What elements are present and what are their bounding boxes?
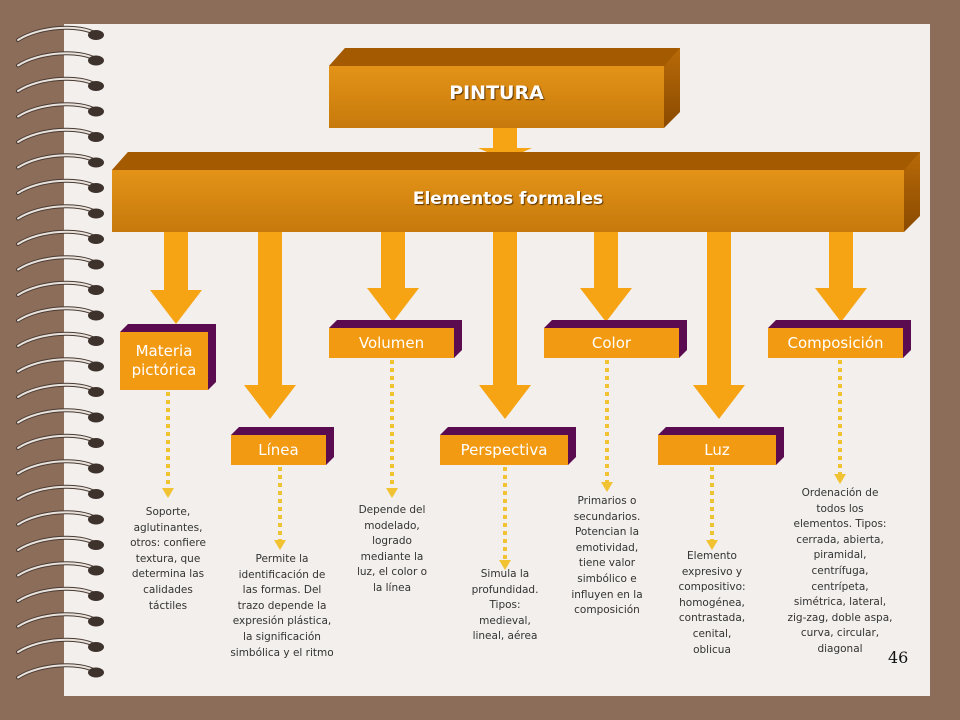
binding-ring-icon bbox=[16, 76, 104, 93]
element-box bbox=[231, 427, 334, 465]
down-arrow-icon bbox=[244, 232, 296, 419]
binding-ring-icon bbox=[16, 255, 104, 272]
element-label: Materia pictórica bbox=[131, 342, 197, 379]
element-description: Simula la profundidad. Tipos: medieval, … bbox=[471, 568, 539, 643]
binding-ring-icon bbox=[16, 561, 104, 578]
binding-ring-icon bbox=[16, 25, 104, 42]
binding-ring-icon bbox=[16, 459, 104, 476]
binding-ring-icon bbox=[16, 127, 104, 144]
down-arrow-icon bbox=[150, 232, 202, 324]
binding-ring-icon bbox=[16, 535, 104, 552]
element-arrows bbox=[150, 232, 867, 419]
binding-ring-icon bbox=[16, 178, 104, 195]
binding-ring-icon bbox=[16, 51, 104, 68]
element-label: Color bbox=[591, 333, 632, 352]
binding-ring-icon bbox=[16, 306, 104, 323]
element-box bbox=[658, 427, 784, 465]
element-box bbox=[120, 324, 216, 390]
dashed-connector bbox=[162, 392, 174, 498]
down-arrow-icon bbox=[367, 232, 419, 322]
binding-ring-icon bbox=[16, 637, 104, 654]
element-description: Depende del modelado, logrado mediante l… bbox=[356, 504, 428, 594]
element-box bbox=[768, 320, 911, 358]
binding-ring-icon bbox=[16, 204, 104, 221]
binding-ring-icon bbox=[16, 153, 104, 170]
binding-ring-icon bbox=[16, 382, 104, 399]
down-arrow-icon bbox=[815, 232, 867, 322]
down-arrow-icon bbox=[580, 232, 632, 322]
element-label: Luz bbox=[704, 440, 730, 459]
element-description: Ordenación de todos los elementos. Tipos… bbox=[787, 487, 893, 655]
binding-ring-icon bbox=[16, 280, 104, 297]
binding-ring-icon bbox=[16, 408, 104, 425]
binding-ring-icon bbox=[16, 612, 104, 629]
dashed-connector bbox=[386, 360, 398, 498]
element-description: Elemento expresivo y compositivo: homogé… bbox=[678, 550, 746, 656]
page-number: 46 bbox=[888, 648, 909, 667]
down-arrow-icon bbox=[479, 232, 531, 419]
element-label: Composición bbox=[787, 333, 884, 352]
binding-ring-icon bbox=[16, 102, 104, 119]
element-box bbox=[544, 320, 687, 358]
dashed-connector bbox=[601, 360, 613, 492]
element-box bbox=[329, 320, 462, 358]
dashed-connector bbox=[274, 467, 286, 550]
binding-ring-icon bbox=[16, 229, 104, 246]
spiral-binding bbox=[16, 25, 104, 680]
binding-ring-icon bbox=[16, 357, 104, 374]
dashed-connectors bbox=[162, 360, 846, 570]
binding-ring-icon bbox=[16, 586, 104, 603]
dashed-connector bbox=[834, 360, 846, 484]
page-subtitle: Elementos formales bbox=[412, 189, 604, 209]
element-description: Permite la identificación de las formas.… bbox=[230, 553, 334, 659]
element-label: Volumen bbox=[358, 333, 425, 352]
element-box bbox=[440, 427, 576, 465]
binding-ring-icon bbox=[16, 510, 104, 527]
element-description: Soporte, aglutinantes, otros: confiere t… bbox=[130, 506, 206, 612]
page-title: PINTURA bbox=[449, 82, 544, 104]
element-label: Perspectiva bbox=[460, 440, 548, 459]
binding-ring-icon bbox=[16, 484, 104, 501]
subtitle-ribbon bbox=[112, 152, 920, 232]
title-ribbon bbox=[329, 48, 680, 128]
element-label: Línea bbox=[258, 440, 299, 459]
down-arrow-icon bbox=[693, 232, 745, 419]
binding-ring-icon bbox=[16, 331, 104, 348]
binding-ring-icon bbox=[16, 433, 104, 450]
element-description: Primarios o secundarios. Potencian la em… bbox=[571, 495, 643, 617]
dashed-connector bbox=[706, 467, 718, 550]
element-boxes bbox=[120, 320, 911, 465]
dashed-connector bbox=[499, 467, 511, 570]
binding-ring-icon bbox=[16, 663, 104, 680]
